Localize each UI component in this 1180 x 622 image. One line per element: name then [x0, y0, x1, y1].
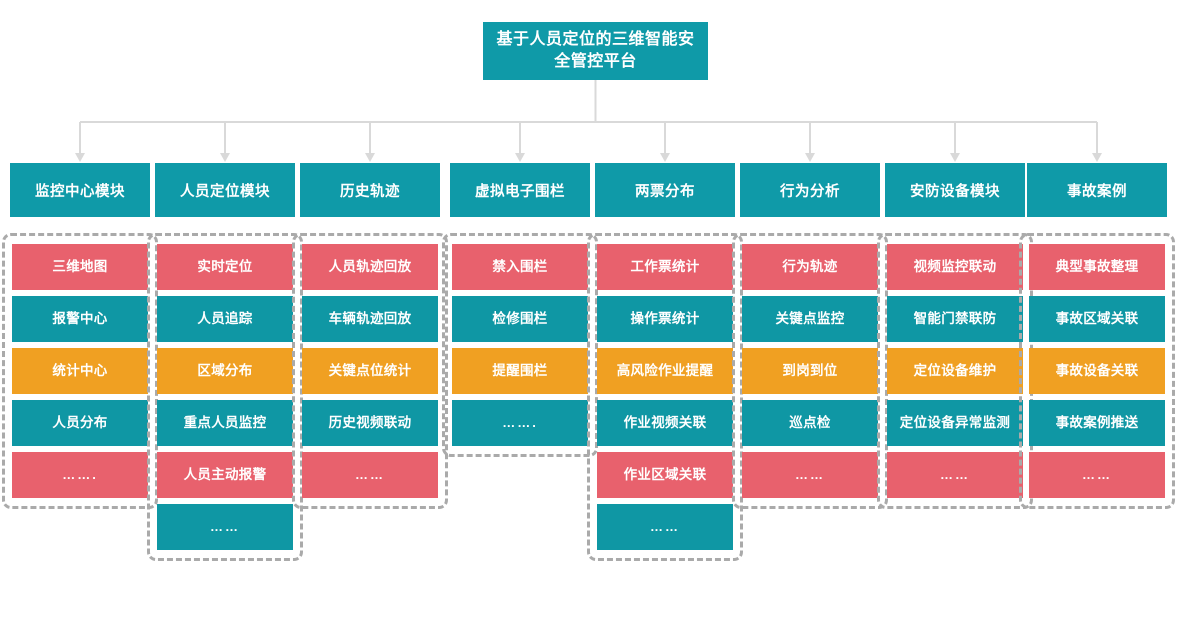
- module-item[interactable]: ……: [742, 452, 878, 498]
- platform-title-box: 基于人员定位的三维智能安全管控平台: [483, 22, 708, 80]
- module-item[interactable]: 历史视频联动: [302, 400, 438, 446]
- module-item-group-8: 典型事故整理事故区域关联事故设备关联事故案例推送 ……: [1019, 233, 1175, 509]
- module-item-group-6: 行为轨迹关键点监控到岗到位巡点检 ……: [732, 233, 888, 509]
- module-item[interactable]: 事故案例推送: [1029, 400, 1165, 446]
- module-item[interactable]: 报警中心: [12, 296, 148, 342]
- module-item[interactable]: 关键点监控: [742, 296, 878, 342]
- module-item-group-1: 三维地图报警中心统计中心人员分布 …….: [2, 233, 158, 509]
- module-item[interactable]: 作业视频关联: [597, 400, 733, 446]
- module-item-group-5: 工作票统计操作票统计高风险作业提醒作业视频关联作业区域关联 ……: [587, 233, 743, 561]
- module-item[interactable]: ……: [887, 452, 1023, 498]
- module-column-6: 行为分析行为轨迹关键点监控到岗到位巡点检 ……: [732, 163, 888, 509]
- module-item-group-4: 禁入围栏检修围栏提醒围栏 …….: [442, 233, 598, 457]
- module-item[interactable]: 高风险作业提醒: [597, 348, 733, 394]
- module-item[interactable]: 事故设备关联: [1029, 348, 1165, 394]
- module-item[interactable]: 人员分布: [12, 400, 148, 446]
- module-item[interactable]: 提醒围栏: [452, 348, 588, 394]
- module-item[interactable]: 智能门禁联防: [887, 296, 1023, 342]
- module-item[interactable]: 到岗到位: [742, 348, 878, 394]
- module-item[interactable]: 人员追踪: [157, 296, 293, 342]
- module-item[interactable]: 操作票统计: [597, 296, 733, 342]
- module-header-1[interactable]: 监控中心模块: [10, 163, 150, 217]
- module-item[interactable]: 视频监控联动: [887, 244, 1023, 290]
- module-item[interactable]: 定位设备异常监测: [887, 400, 1023, 446]
- module-item[interactable]: …….: [12, 452, 148, 498]
- module-item[interactable]: ……: [1029, 452, 1165, 498]
- module-item-group-2: 实时定位人员追踪区域分布重点人员监控人员主动报警 ……: [147, 233, 303, 561]
- module-item[interactable]: 行为轨迹: [742, 244, 878, 290]
- module-item[interactable]: 关键点位统计: [302, 348, 438, 394]
- module-column-3: 历史轨迹人员轨迹回放车辆轨迹回放关键点位统计历史视频联动 ……: [292, 163, 448, 509]
- module-item[interactable]: ……: [597, 504, 733, 550]
- module-item[interactable]: 区域分布: [157, 348, 293, 394]
- module-column-7: 安防设备模块视频监控联动智能门禁联防定位设备维护定位设备异常监测 ……: [877, 163, 1033, 509]
- module-item[interactable]: 人员轨迹回放: [302, 244, 438, 290]
- module-header-8[interactable]: 事故案例: [1027, 163, 1167, 217]
- module-item[interactable]: ……: [302, 452, 438, 498]
- module-item[interactable]: 三维地图: [12, 244, 148, 290]
- module-item[interactable]: 典型事故整理: [1029, 244, 1165, 290]
- module-item[interactable]: 实时定位: [157, 244, 293, 290]
- module-item[interactable]: 事故区域关联: [1029, 296, 1165, 342]
- module-header-5[interactable]: 两票分布: [595, 163, 735, 217]
- module-header-3[interactable]: 历史轨迹: [300, 163, 440, 217]
- module-column-5: 两票分布工作票统计操作票统计高风险作业提醒作业视频关联作业区域关联 ……: [587, 163, 743, 561]
- module-header-2[interactable]: 人员定位模块: [155, 163, 295, 217]
- module-item[interactable]: 车辆轨迹回放: [302, 296, 438, 342]
- module-column-4: 虚拟电子围栏禁入围栏检修围栏提醒围栏 …….: [442, 163, 598, 457]
- module-item[interactable]: 定位设备维护: [887, 348, 1023, 394]
- module-header-6[interactable]: 行为分析: [740, 163, 880, 217]
- module-item[interactable]: 检修围栏: [452, 296, 588, 342]
- module-item[interactable]: 人员主动报警: [157, 452, 293, 498]
- module-column-1: 监控中心模块三维地图报警中心统计中心人员分布 …….: [2, 163, 158, 509]
- module-item-group-7: 视频监控联动智能门禁联防定位设备维护定位设备异常监测 ……: [877, 233, 1033, 509]
- module-column-2: 人员定位模块实时定位人员追踪区域分布重点人员监控人员主动报警 ……: [147, 163, 303, 561]
- module-header-7[interactable]: 安防设备模块: [885, 163, 1025, 217]
- module-item[interactable]: 工作票统计: [597, 244, 733, 290]
- module-item-group-3: 人员轨迹回放车辆轨迹回放关键点位统计历史视频联动 ……: [292, 233, 448, 509]
- module-item[interactable]: 重点人员监控: [157, 400, 293, 446]
- module-item[interactable]: ……: [157, 504, 293, 550]
- module-item[interactable]: …….: [452, 400, 588, 446]
- module-column-8: 事故案例典型事故整理事故区域关联事故设备关联事故案例推送 ……: [1019, 163, 1175, 509]
- module-item[interactable]: 巡点检: [742, 400, 878, 446]
- module-item[interactable]: 作业区域关联: [597, 452, 733, 498]
- module-item[interactable]: 禁入围栏: [452, 244, 588, 290]
- module-item[interactable]: 统计中心: [12, 348, 148, 394]
- module-header-4[interactable]: 虚拟电子围栏: [450, 163, 590, 217]
